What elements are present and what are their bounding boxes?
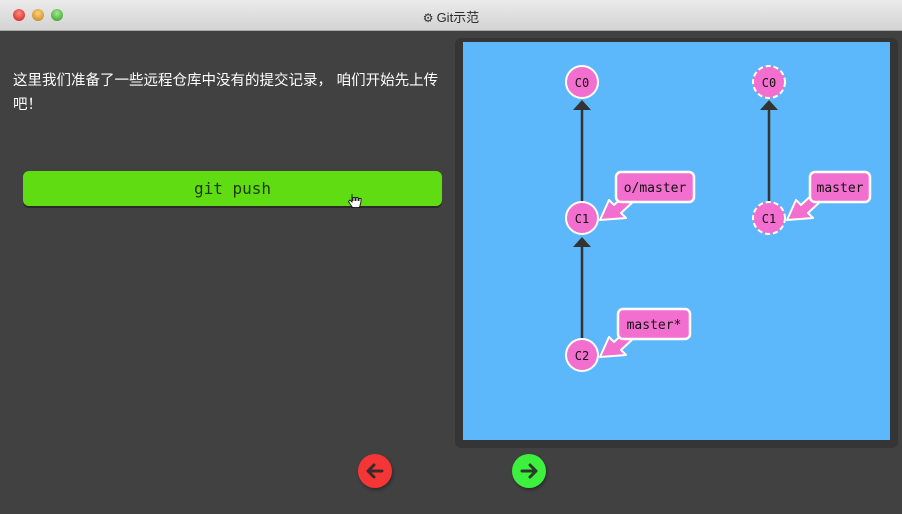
svg-text:master*: master* (627, 318, 682, 333)
window-close-button[interactable] (13, 9, 25, 21)
arrow-left-icon (366, 463, 384, 479)
remote-edges (760, 100, 778, 202)
instruction-text: 这里我们准备了一些远程仓库中没有的提交记录， 咱们开始先上传吧！ (13, 73, 439, 113)
local-edges (573, 100, 591, 339)
dialog-content: 这里我们准备了一些远程仓库中没有的提交记录， 咱们开始先上传吧！ git pus… (0, 31, 902, 514)
window-title: ⚙Git示范 (0, 7, 902, 26)
back-button[interactable] (358, 454, 392, 488)
commit-C1-local[interactable]: C1 (565, 201, 599, 235)
branch-master-remote[interactable]: master (786, 170, 872, 221)
svg-text:C1: C1 (762, 212, 776, 226)
command-label: git push (193, 179, 272, 198)
hand-cursor-icon (347, 193, 362, 215)
svg-text:o/master: o/master (624, 181, 687, 196)
branch-o-master[interactable]: o/master (599, 170, 696, 221)
commit-C0-remote[interactable]: C0 (752, 65, 786, 99)
window-title-text: Git示范 (436, 10, 480, 25)
git-push-command-button[interactable]: git push (23, 171, 442, 206)
svg-text:master: master (817, 181, 864, 196)
window-minimize-button[interactable] (32, 9, 44, 21)
arrow-right-icon (520, 463, 538, 479)
svg-text:C2: C2 (575, 349, 589, 363)
window-maximize-button[interactable] (51, 9, 63, 21)
next-button[interactable] (512, 454, 546, 488)
commit-C2-local[interactable]: C2 (565, 338, 599, 372)
commit-C1-remote[interactable]: C1 (752, 201, 786, 235)
svg-text:C0: C0 (762, 76, 776, 90)
commit-C0-local[interactable]: C0 (565, 65, 599, 99)
git-visualization: C0 C1 C2 C0 C1 o/mas (463, 42, 890, 440)
window-titlebar: ⚙Git示范 (0, 0, 902, 31)
svg-text:C1: C1 (575, 212, 589, 226)
svg-text:C0: C0 (575, 76, 589, 90)
git-tree-graph: C0 C1 C2 C0 C1 o/mas (565, 65, 872, 372)
gear-icon: ⚙ (422, 11, 434, 25)
branch-master-local[interactable]: master* (599, 307, 692, 358)
